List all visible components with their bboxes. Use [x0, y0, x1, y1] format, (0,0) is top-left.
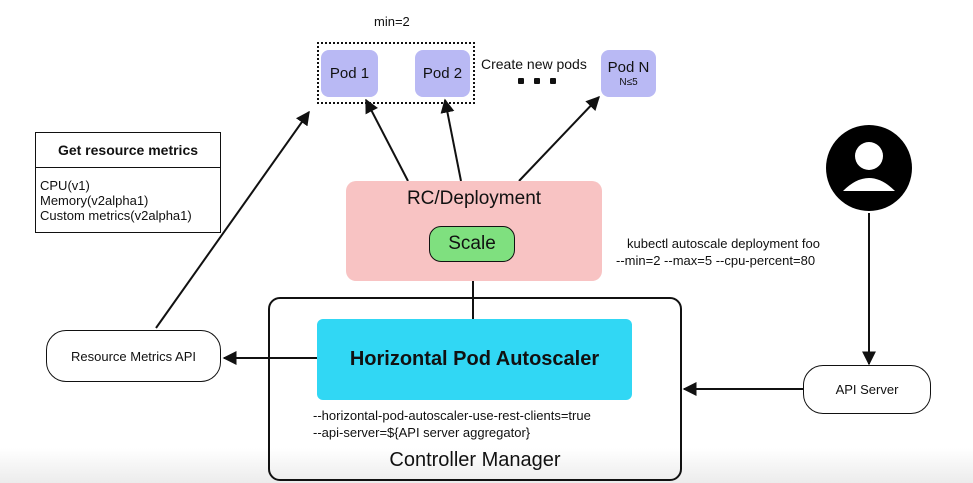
pod-n: Pod N N≤5 [601, 50, 656, 97]
arrow-rc-to-pod2 [440, 98, 462, 182]
user-icon [826, 125, 912, 211]
pod-n-constraint: N≤5 [619, 77, 638, 88]
pod-1-label: Pod 1 [329, 65, 370, 82]
pod-2: Pod 2 [415, 50, 470, 97]
hpa-flag-line2: --api-server=${API server aggregator} [313, 425, 531, 440]
scale-label: Scale [448, 233, 496, 254]
pod-2-label: Pod 2 [422, 65, 463, 82]
hpa-flag-line1: --horizontal-pod-autoscaler-use-rest-cli… [313, 408, 591, 423]
min-pods-group [317, 42, 475, 104]
metric-memory: Memory(v2alpha1) [40, 193, 149, 208]
resource-metrics-title: Get resource metrics [36, 133, 220, 168]
scale-button[interactable]: Scale [429, 226, 515, 262]
pod-n-label: Pod N [607, 59, 650, 76]
rc-deployment-title: RC/Deployment [406, 188, 542, 209]
api-server-label: API Server [835, 382, 899, 397]
metric-custom: Custom metrics(v2alpha1) [40, 208, 192, 223]
create-new-pods-label: Create new pods [481, 56, 587, 72]
kubectl-command-line2: --min=2 --max=5 --cpu-percent=80 [616, 253, 816, 268]
hpa-label: Horizontal Pod Autoscaler [349, 348, 600, 370]
metric-cpu: CPU(v1) [40, 178, 90, 193]
resource-metrics-api-node: Resource Metrics API [46, 330, 221, 382]
api-server-node: API Server [803, 365, 931, 414]
controller-manager-box [268, 297, 682, 481]
kubectl-command-line1: kubectl autoscale deployment foo [627, 236, 820, 251]
arrow-metrics-to-pod1 [155, 110, 310, 329]
controller-manager-label: Controller Manager [389, 449, 561, 471]
pod-1: Pod 1 [321, 50, 378, 97]
resource-metrics-api-label: Resource Metrics API [71, 348, 196, 364]
resource-metrics-box: Get resource metrics CPU(v1) Memory(v2al… [35, 132, 221, 233]
ellipsis-dots [518, 78, 556, 84]
min-pods-label: min=2 [374, 14, 410, 29]
arrow-rc-to-podN [518, 95, 600, 182]
arrow-rc-to-pod1 [365, 98, 409, 182]
hpa-box: Horizontal Pod Autoscaler [317, 319, 632, 400]
bottom-fade [0, 448, 973, 483]
